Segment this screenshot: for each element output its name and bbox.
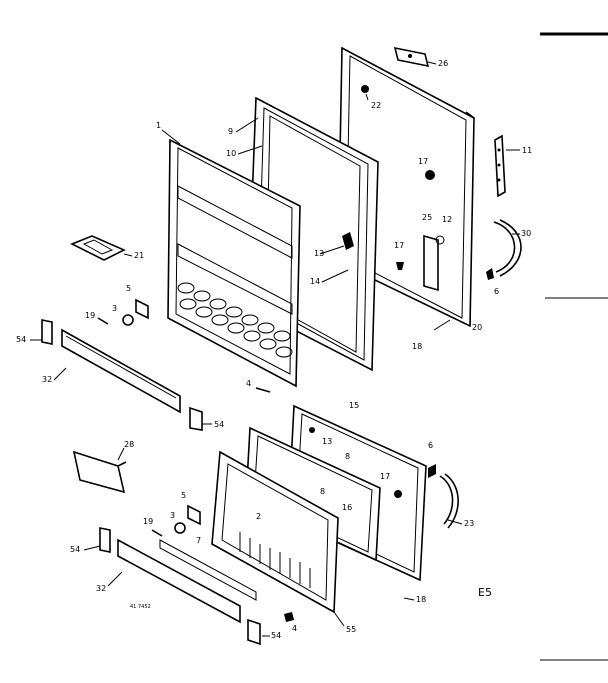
callout-4: 4: [246, 379, 251, 388]
callout-11: 11: [522, 146, 532, 155]
callout-32: 32: [42, 375, 52, 384]
callout-30: 30: [521, 229, 531, 238]
upper-inner-door-liner: [167, 138, 301, 388]
callout-18: 18: [416, 595, 426, 604]
upper-shelf-rail-parts: [41, 298, 271, 431]
callout-2: 2: [256, 512, 261, 521]
callout-6: 6: [428, 441, 433, 450]
callout-8: 8: [320, 487, 325, 496]
handle-cap-part: [393, 46, 430, 68]
callout-13: 13: [314, 249, 324, 258]
callout-1: 1: [156, 121, 161, 130]
callout-14: 14: [310, 277, 320, 286]
callout-22: 22: [371, 101, 381, 110]
callout-18: 18: [412, 342, 422, 351]
callout-10: 10: [226, 149, 236, 158]
hinge-and-handle-parts: [486, 134, 522, 280]
callout-23: 23: [464, 519, 474, 528]
callout-16: 16: [342, 503, 352, 512]
callout-3: 3: [112, 304, 117, 313]
callout-55: 55: [346, 625, 356, 634]
callout-20: 20: [472, 323, 482, 332]
part-callouts: 1 9 10 26 22 17 11 25 12 17 13 14 30 6 2…: [16, 59, 532, 640]
callout-28: 28: [124, 440, 134, 449]
egg-tray-cups: [177, 282, 293, 358]
callout-19: 19: [143, 517, 153, 526]
upper-door-small-parts: [361, 85, 445, 292]
callout-54: 54: [16, 335, 26, 344]
callout-25: 25: [422, 213, 432, 222]
callout-5: 5: [181, 491, 186, 500]
callout-5: 5: [126, 284, 131, 293]
liner-bin-dividers: [239, 532, 311, 588]
callout-6: 6: [494, 287, 499, 296]
callout-13: 13: [322, 437, 332, 446]
callout-17: 17: [418, 157, 428, 166]
callout-54: 54: [271, 631, 281, 640]
callout-54: 54: [214, 420, 224, 429]
callout-54: 54: [70, 545, 80, 554]
callout-15: 15: [349, 401, 359, 410]
callout-17: 17: [394, 241, 404, 250]
callout-17: 17: [380, 472, 390, 481]
callout-12: 12: [442, 215, 452, 224]
callout-8: 8: [345, 452, 350, 461]
diagram-footnote: 41 7452: [130, 604, 151, 610]
lower-handle-parts: [428, 464, 459, 529]
lower-shelf-rail-parts: [99, 504, 294, 646]
callout-7: 7: [196, 536, 201, 545]
callout-32: 32: [96, 584, 106, 593]
callout-21: 21: [134, 251, 144, 260]
callout-9: 9: [228, 127, 233, 136]
callout-19: 19: [85, 311, 95, 320]
dairy-door-part: [72, 450, 127, 494]
callout-3: 3: [170, 511, 175, 520]
section-mark: E5: [478, 586, 492, 599]
callout-26: 26: [438, 59, 448, 68]
callout-4: 4: [292, 624, 297, 633]
callout-leader-lines: [30, 61, 520, 637]
butter-lid-part: [70, 235, 126, 261]
